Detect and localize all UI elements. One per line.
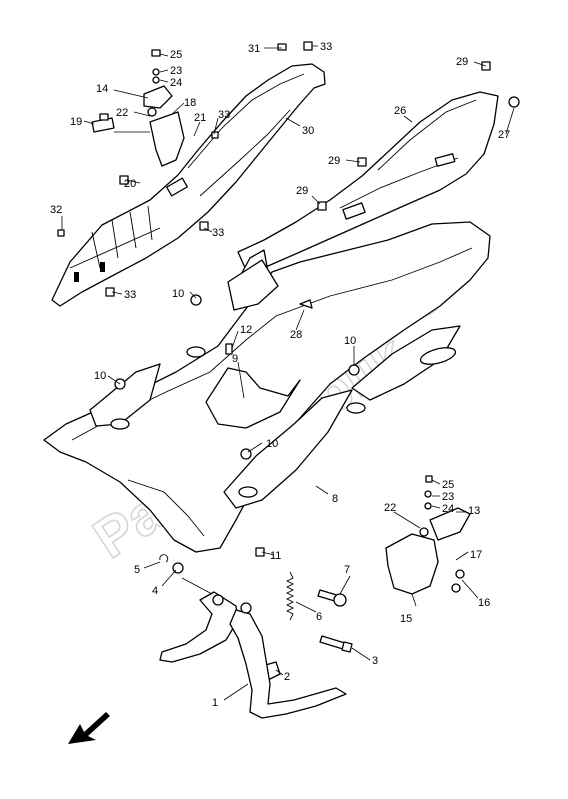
direction-arrow-icon [68,712,110,744]
callout-22b: 22 [384,502,396,514]
callout-23b: 23 [442,491,454,503]
callout-16: 16 [478,597,490,609]
callout-29a: 29 [456,56,468,68]
callout-11: 11 [270,550,281,562]
stand-bolt [317,589,347,607]
callout-31: 31 [248,43,260,55]
footrest-bracket-left [91,85,185,167]
callout-10a: 10 [172,288,184,300]
callout-30: 30 [302,125,314,137]
callout-21: 21 [194,112,206,124]
callout-9: 9 [232,353,238,365]
rear-side-cover-right [237,91,499,271]
callout-5: 5 [134,564,140,576]
callout-25a: 25 [170,49,182,61]
callout-29c: 29 [296,185,308,197]
floor-board [43,221,491,553]
callout-24b: 24 [442,503,454,515]
callout-27: 27 [498,129,510,141]
callout-14: 14 [96,83,108,95]
stand-shaft [319,635,353,653]
footrest-bracket-right [385,507,471,595]
callout-18: 18 [184,97,196,109]
callout-6: 6 [316,611,322,623]
circlip [159,554,169,563]
callout-33d: 33 [320,41,332,53]
callout-33b: 33 [212,227,224,239]
main-stand [159,591,347,719]
callout-7: 7 [344,564,350,576]
callout-25b: 25 [442,479,454,491]
callout-32: 32 [50,204,62,216]
callout-29b: 29 [328,155,340,167]
callout-33c: 33 [124,289,136,301]
callout-13: 13 [468,505,480,517]
callout-33a: 33 [218,109,230,121]
callout-28: 28 [290,329,302,341]
callout-3: 3 [372,655,378,667]
stand-spring [285,571,295,621]
callout-26: 26 [394,105,406,117]
callout-2: 2 [284,671,290,683]
callout-23a: 23 [170,65,182,77]
callout-1: 1 [212,697,218,709]
fasteners [57,41,520,579]
callout-10c: 10 [94,370,106,382]
callout-labels: 25 23 24 14 22 18 19 21 33 20 32 33 33 3… [50,41,510,709]
callout-4: 4 [152,585,158,597]
callout-15: 15 [400,613,412,625]
callout-20: 20 [124,178,136,190]
callout-8: 8 [332,493,338,505]
callout-12: 12 [240,324,252,336]
callout-17: 17 [470,549,482,561]
leader-lines [61,45,515,701]
callout-10b: 10 [344,335,356,347]
callout-24a: 24 [170,77,182,89]
rear-side-cover-left [51,63,326,307]
callout-22a: 22 [116,107,128,119]
callout-10d: 10 [266,438,278,450]
callout-19: 19 [70,116,82,128]
